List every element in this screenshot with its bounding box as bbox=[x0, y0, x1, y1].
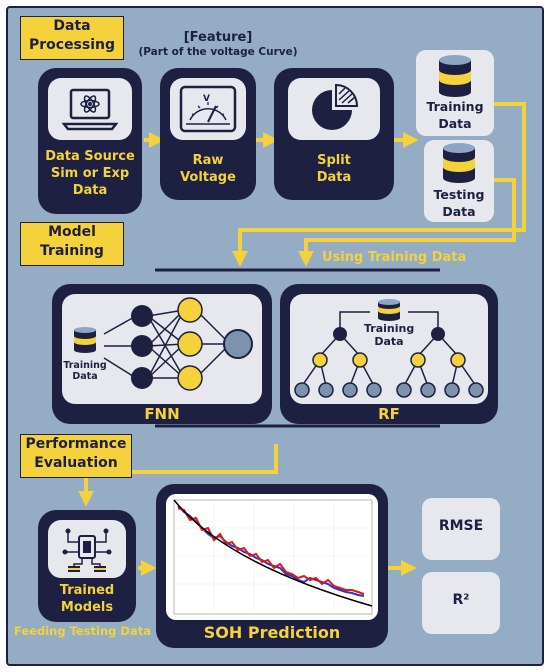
split-data-icon-panel bbox=[288, 78, 380, 140]
raw-voltage-label: Raw Voltage bbox=[180, 153, 236, 185]
fnn-label: FNN bbox=[144, 405, 180, 423]
database-icon bbox=[443, 143, 475, 183]
laptop-atom-icon bbox=[62, 88, 118, 131]
feeding-testing-data-label: Feeding Testing Data bbox=[14, 624, 151, 638]
data-source-icon-panel bbox=[48, 78, 132, 140]
section-performance-evaluation: Performance Evaluation bbox=[20, 434, 132, 478]
database-icon bbox=[439, 55, 471, 97]
rf-label: RF bbox=[378, 405, 400, 423]
data-source-label: Data Source Sim or Exp Data bbox=[45, 149, 135, 198]
mini-db-left bbox=[68, 566, 80, 572]
trained-models-label: Trained Models bbox=[59, 583, 115, 615]
feature-subtitle: (Part of the voltage Curve) bbox=[138, 46, 298, 58]
raw-voltage-icon-panel: V bbox=[170, 78, 246, 140]
soh-plot bbox=[173, 499, 373, 615]
rmse-box: RMSE bbox=[422, 498, 500, 560]
pie-chart-icon bbox=[312, 83, 359, 130]
rf-box: Training Data RF bbox=[280, 284, 498, 424]
feature-title: [Feature] bbox=[183, 30, 253, 45]
arrow-training-to-rf bbox=[298, 178, 516, 267]
prediction-red-line bbox=[177, 507, 365, 595]
fnn-panel: Training Data bbox=[62, 294, 262, 404]
testing-data-label: Testing Data bbox=[433, 187, 485, 219]
training-data-label: Training Data bbox=[426, 99, 484, 131]
split-data-label: Split Data bbox=[316, 153, 352, 185]
rf-db bbox=[378, 299, 400, 321]
section-model-training-text: Model Training bbox=[40, 224, 104, 259]
arrow-training-to-fnn bbox=[232, 102, 526, 267]
fnn-input-db bbox=[74, 327, 96, 353]
trend-line bbox=[173, 499, 373, 607]
neural-network-diagram bbox=[74, 297, 253, 391]
arrow-models-to-evaluation bbox=[78, 444, 278, 507]
random-forest-diagram bbox=[294, 299, 484, 398]
fnn-db-label: Training Data bbox=[63, 360, 107, 382]
section-data-processing-text: Data Processing bbox=[28, 18, 116, 53]
feature-label: [Feature] (Part of the voltage Curve) bbox=[130, 30, 306, 60]
using-training-data-label: Using Training Data bbox=[322, 250, 467, 265]
raw-voltage-box: V Raw Voltage bbox=[160, 68, 256, 200]
soh-prediction-box: SOH Prediction bbox=[156, 484, 388, 648]
data-source-box: Data Source Sim or Exp Data bbox=[38, 68, 142, 214]
section-model-training: Model Training bbox=[20, 222, 124, 266]
rf-panel: Training Data bbox=[290, 294, 488, 404]
svg-text:V: V bbox=[203, 94, 210, 104]
soh-plot-panel bbox=[166, 494, 378, 620]
fnn-box: Training Data FNN bbox=[52, 284, 272, 424]
r2-box: R² bbox=[422, 572, 500, 634]
section-data-processing: Data Processing bbox=[20, 16, 124, 60]
r2-label: R² bbox=[452, 592, 470, 608]
rmse-label: RMSE bbox=[438, 518, 484, 534]
split-data-box: Split Data bbox=[274, 68, 394, 200]
chip-icon bbox=[62, 528, 112, 572]
mini-db-right bbox=[94, 566, 106, 572]
testing-data-box: Testing Data bbox=[424, 140, 494, 222]
section-performance-evaluation-text: Performance Evaluation bbox=[25, 436, 127, 471]
rf-db-label: Training Data bbox=[364, 322, 415, 348]
trained-models-icon-panel bbox=[48, 520, 126, 578]
trained-models-box: Trained Models bbox=[38, 510, 136, 622]
soh-prediction-label: SOH Prediction bbox=[203, 623, 341, 642]
voltmeter-icon: V bbox=[179, 85, 237, 133]
training-data-box: Training Data bbox=[416, 50, 494, 136]
